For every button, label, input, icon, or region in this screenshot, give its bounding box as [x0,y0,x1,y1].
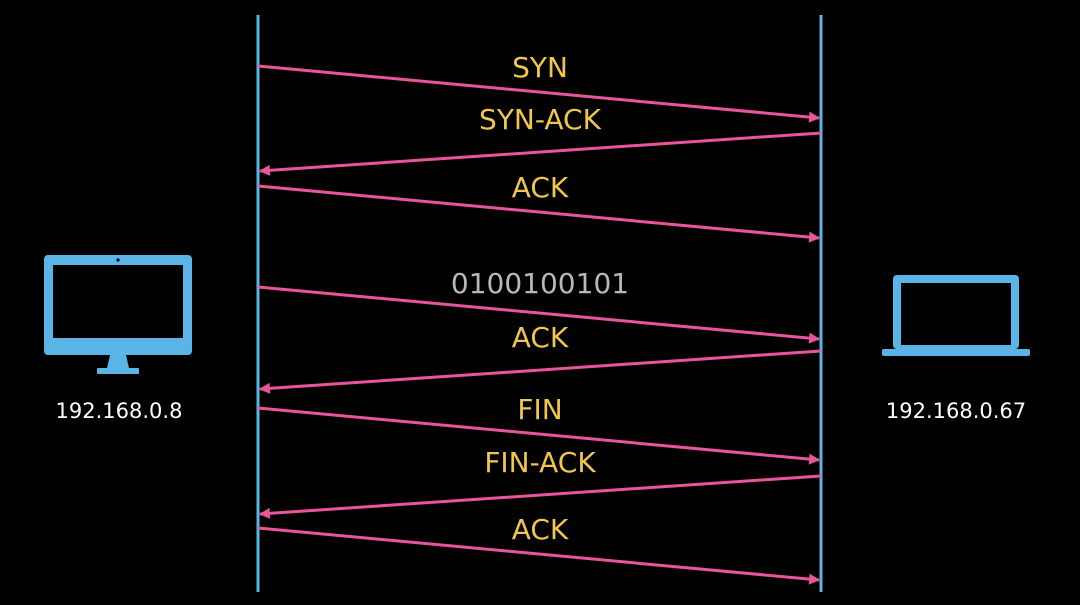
right-host-address: 192.168.0.67 [886,399,1026,423]
message-arrow [258,349,822,394]
message-arrow [257,526,821,585]
message-label: ACK [512,513,569,546]
message-label: FIN-ACK [484,446,596,479]
message-arrow [257,64,821,123]
message-arrow [257,406,821,465]
message-label: ACK [512,171,569,204]
laptop-icon [882,275,1030,356]
message-arrow [257,285,821,344]
message-label: ACK [512,321,569,354]
message-label: SYN-ACK [479,103,602,136]
message-arrow [258,474,822,519]
desktop-monitor-icon [44,255,192,374]
message-label: SYN [512,51,568,84]
left-host-address: 192.168.0.8 [56,399,183,423]
message-arrow [257,184,821,243]
message-label: FIN [517,393,562,426]
data-payload-label: 0100100101 [451,267,629,300]
message-arrow [258,131,822,176]
